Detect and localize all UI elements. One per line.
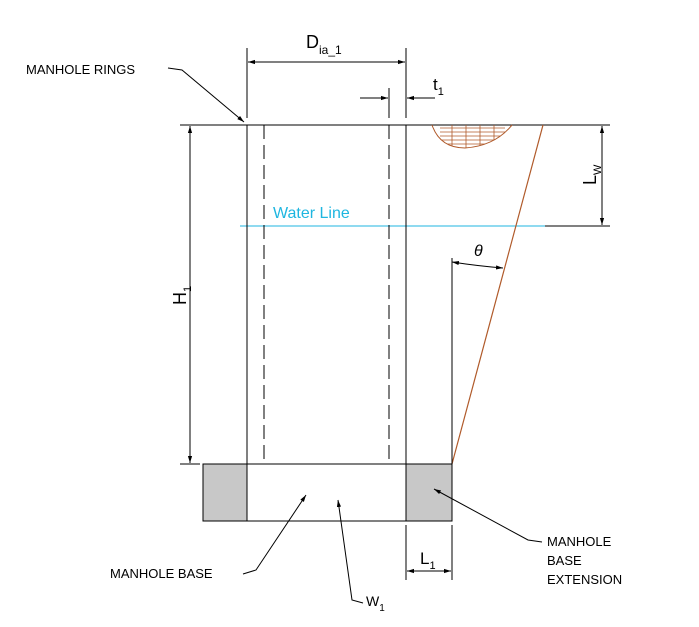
manhole-rings-leader [167,67,245,123]
theta-arc [451,260,504,270]
manhole-base-right-extension [405,463,453,522]
w-leader [336,499,364,604]
t-label: t1 [433,75,444,98]
lw-label: LW [580,164,604,185]
l-label: L1 [420,549,436,572]
dia-label: Dia_1 [306,32,342,57]
manhole-base-center [246,463,407,522]
excavation-slope [451,124,544,465]
manhole-base-label: MANHOLE BASE [110,566,213,581]
soil-patch [431,124,513,149]
manhole-base-leader [242,494,307,575]
theta-label: θ [474,243,483,260]
ext-label-line-2: BASE [547,553,582,568]
manhole-base-extension-leader [433,488,543,543]
ext-label-line-3: EXTENSION [547,572,622,587]
soil-outline [431,124,513,149]
h-label: H1 [170,286,194,305]
w-label: W1 [366,593,385,614]
manhole-base-extension-label: MANHOLE BASE EXTENSION [547,534,622,587]
manhole-base-left-extension [202,463,248,522]
water-line-label: Water Line [273,205,350,222]
manhole-rings-label: MANHOLE RINGS [26,62,135,77]
ext-label-line-1: MANHOLE [547,534,612,549]
